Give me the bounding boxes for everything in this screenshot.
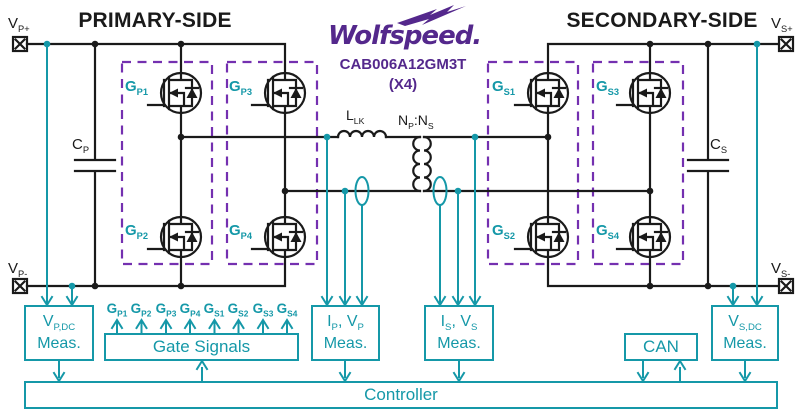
module-outline-primary-leg2: [225, 60, 319, 266]
module-multiplier: (X4): [388, 76, 418, 93]
terminal-vs-minus: [777, 277, 795, 295]
isvs-line2: Meas.: [437, 335, 481, 352]
signal-row-gp3: GP3: [155, 301, 177, 319]
cs-capacitor: [686, 42, 730, 288]
mosfet-gs3: [615, 71, 672, 115]
gate-signals-text: Gate Signals: [105, 334, 298, 360]
llk-inductor: [336, 129, 388, 139]
secondary-bridge-wires: [546, 42, 781, 288]
signal-row-gs3: GS3: [252, 301, 274, 319]
mosfet-gs1: [513, 71, 570, 115]
signal-row-gs1: GS1: [203, 301, 225, 319]
vp-minus-label: VP-: [8, 260, 28, 279]
ipvp-line2: Meas.: [323, 335, 368, 352]
isvs-meas-text: IS, VS Meas.: [425, 306, 493, 360]
terminal-vp-plus: [11, 35, 29, 53]
vsdc-line1: VS,DC: [728, 312, 762, 333]
llk-label: LLK: [346, 107, 365, 126]
mosfet-gp1: [146, 71, 203, 115]
terminal-vs-plus: [777, 35, 795, 53]
sense-lines: [41, 43, 763, 306]
ipvp-meas-text: IP, VP Meas.: [312, 306, 379, 360]
mosfet-gp2: [146, 215, 203, 259]
signal-row-gs4: GS4: [276, 301, 298, 319]
module-outline-primary-leg1: [120, 60, 214, 266]
gate-label-gp4: GP4: [229, 222, 253, 241]
mosfet-gs2: [513, 215, 570, 259]
cp-label: CP: [72, 136, 90, 155]
vsdc-line2: Meas.: [723, 335, 767, 352]
mosfet-gp4: [250, 215, 307, 259]
current-sensor-primary: [354, 176, 370, 206]
link-wires: [179, 135, 652, 193]
cp-capacitor: [73, 42, 117, 288]
signal-row-gs2: GS2: [227, 301, 249, 319]
isvs-line1: IS, VS: [440, 312, 478, 333]
signal-row-gp2: GP2: [130, 301, 152, 319]
junction-dots-teal: [43, 40, 761, 290]
transformer: [412, 135, 432, 193]
vs-minus-label: VS-: [771, 260, 791, 279]
gate-signal-arrows: [111, 319, 293, 335]
gate-label-gp3: GP3: [229, 78, 253, 97]
controller-link-arrows: [53, 359, 751, 383]
controller-label: Controller: [364, 385, 438, 405]
secondary-side-title: SECONDARY-SIDE: [566, 9, 758, 32]
gate-label-gs2: GS2: [492, 222, 516, 241]
can-text: CAN: [625, 334, 697, 360]
vsdc-meas-text: VS,DC Meas.: [712, 306, 778, 360]
gate-label-gs3: GS3: [596, 78, 620, 97]
primary-side-title: PRIMARY-SIDE: [78, 9, 232, 32]
gate-label-gp1: GP1: [125, 78, 149, 97]
primary-bridge-wires: [25, 42, 287, 288]
gate-signals-label: Gate Signals: [152, 337, 251, 357]
controller-text: Controller: [25, 382, 777, 408]
cs-label: CS: [710, 136, 728, 155]
ipvp-line1: IP, VP: [327, 312, 364, 333]
wolfspeed-logo: Wolfspeed.: [328, 21, 482, 51]
current-sensor-secondary: [432, 176, 448, 206]
can-label: CAN: [643, 337, 679, 357]
gate-label-gs1: GS1: [492, 78, 516, 97]
vs-plus-label: VS+: [771, 15, 793, 34]
signal-row-gp1: GP1: [106, 301, 128, 319]
gate-label-gp2: GP2: [125, 222, 149, 241]
turns-ratio-label: NP:NS: [398, 112, 434, 131]
junction-dots-black: [91, 40, 712, 290]
lightning-bolt-icon: [397, 5, 466, 26]
vp-plus-label: VP+: [8, 15, 30, 34]
part-number: CAB006A12GM3T: [339, 56, 467, 73]
vpdc-line2: Meas.: [37, 335, 81, 352]
gate-label-gs4: GS4: [596, 222, 620, 241]
mosfet-gs4: [615, 215, 672, 259]
vpdc-line1: VP,DC: [42, 312, 76, 333]
module-outline-secondary-leg2: [591, 60, 685, 266]
can-box: [624, 333, 698, 361]
mosfet-gp3: [250, 71, 307, 115]
vpdc-meas-text: VP,DC Meas.: [25, 306, 93, 360]
controller-box: [24, 381, 778, 409]
module-outline-secondary-leg1: [486, 60, 580, 266]
signal-row-gp4: GP4: [179, 301, 201, 319]
terminal-vp-minus: [11, 277, 29, 295]
